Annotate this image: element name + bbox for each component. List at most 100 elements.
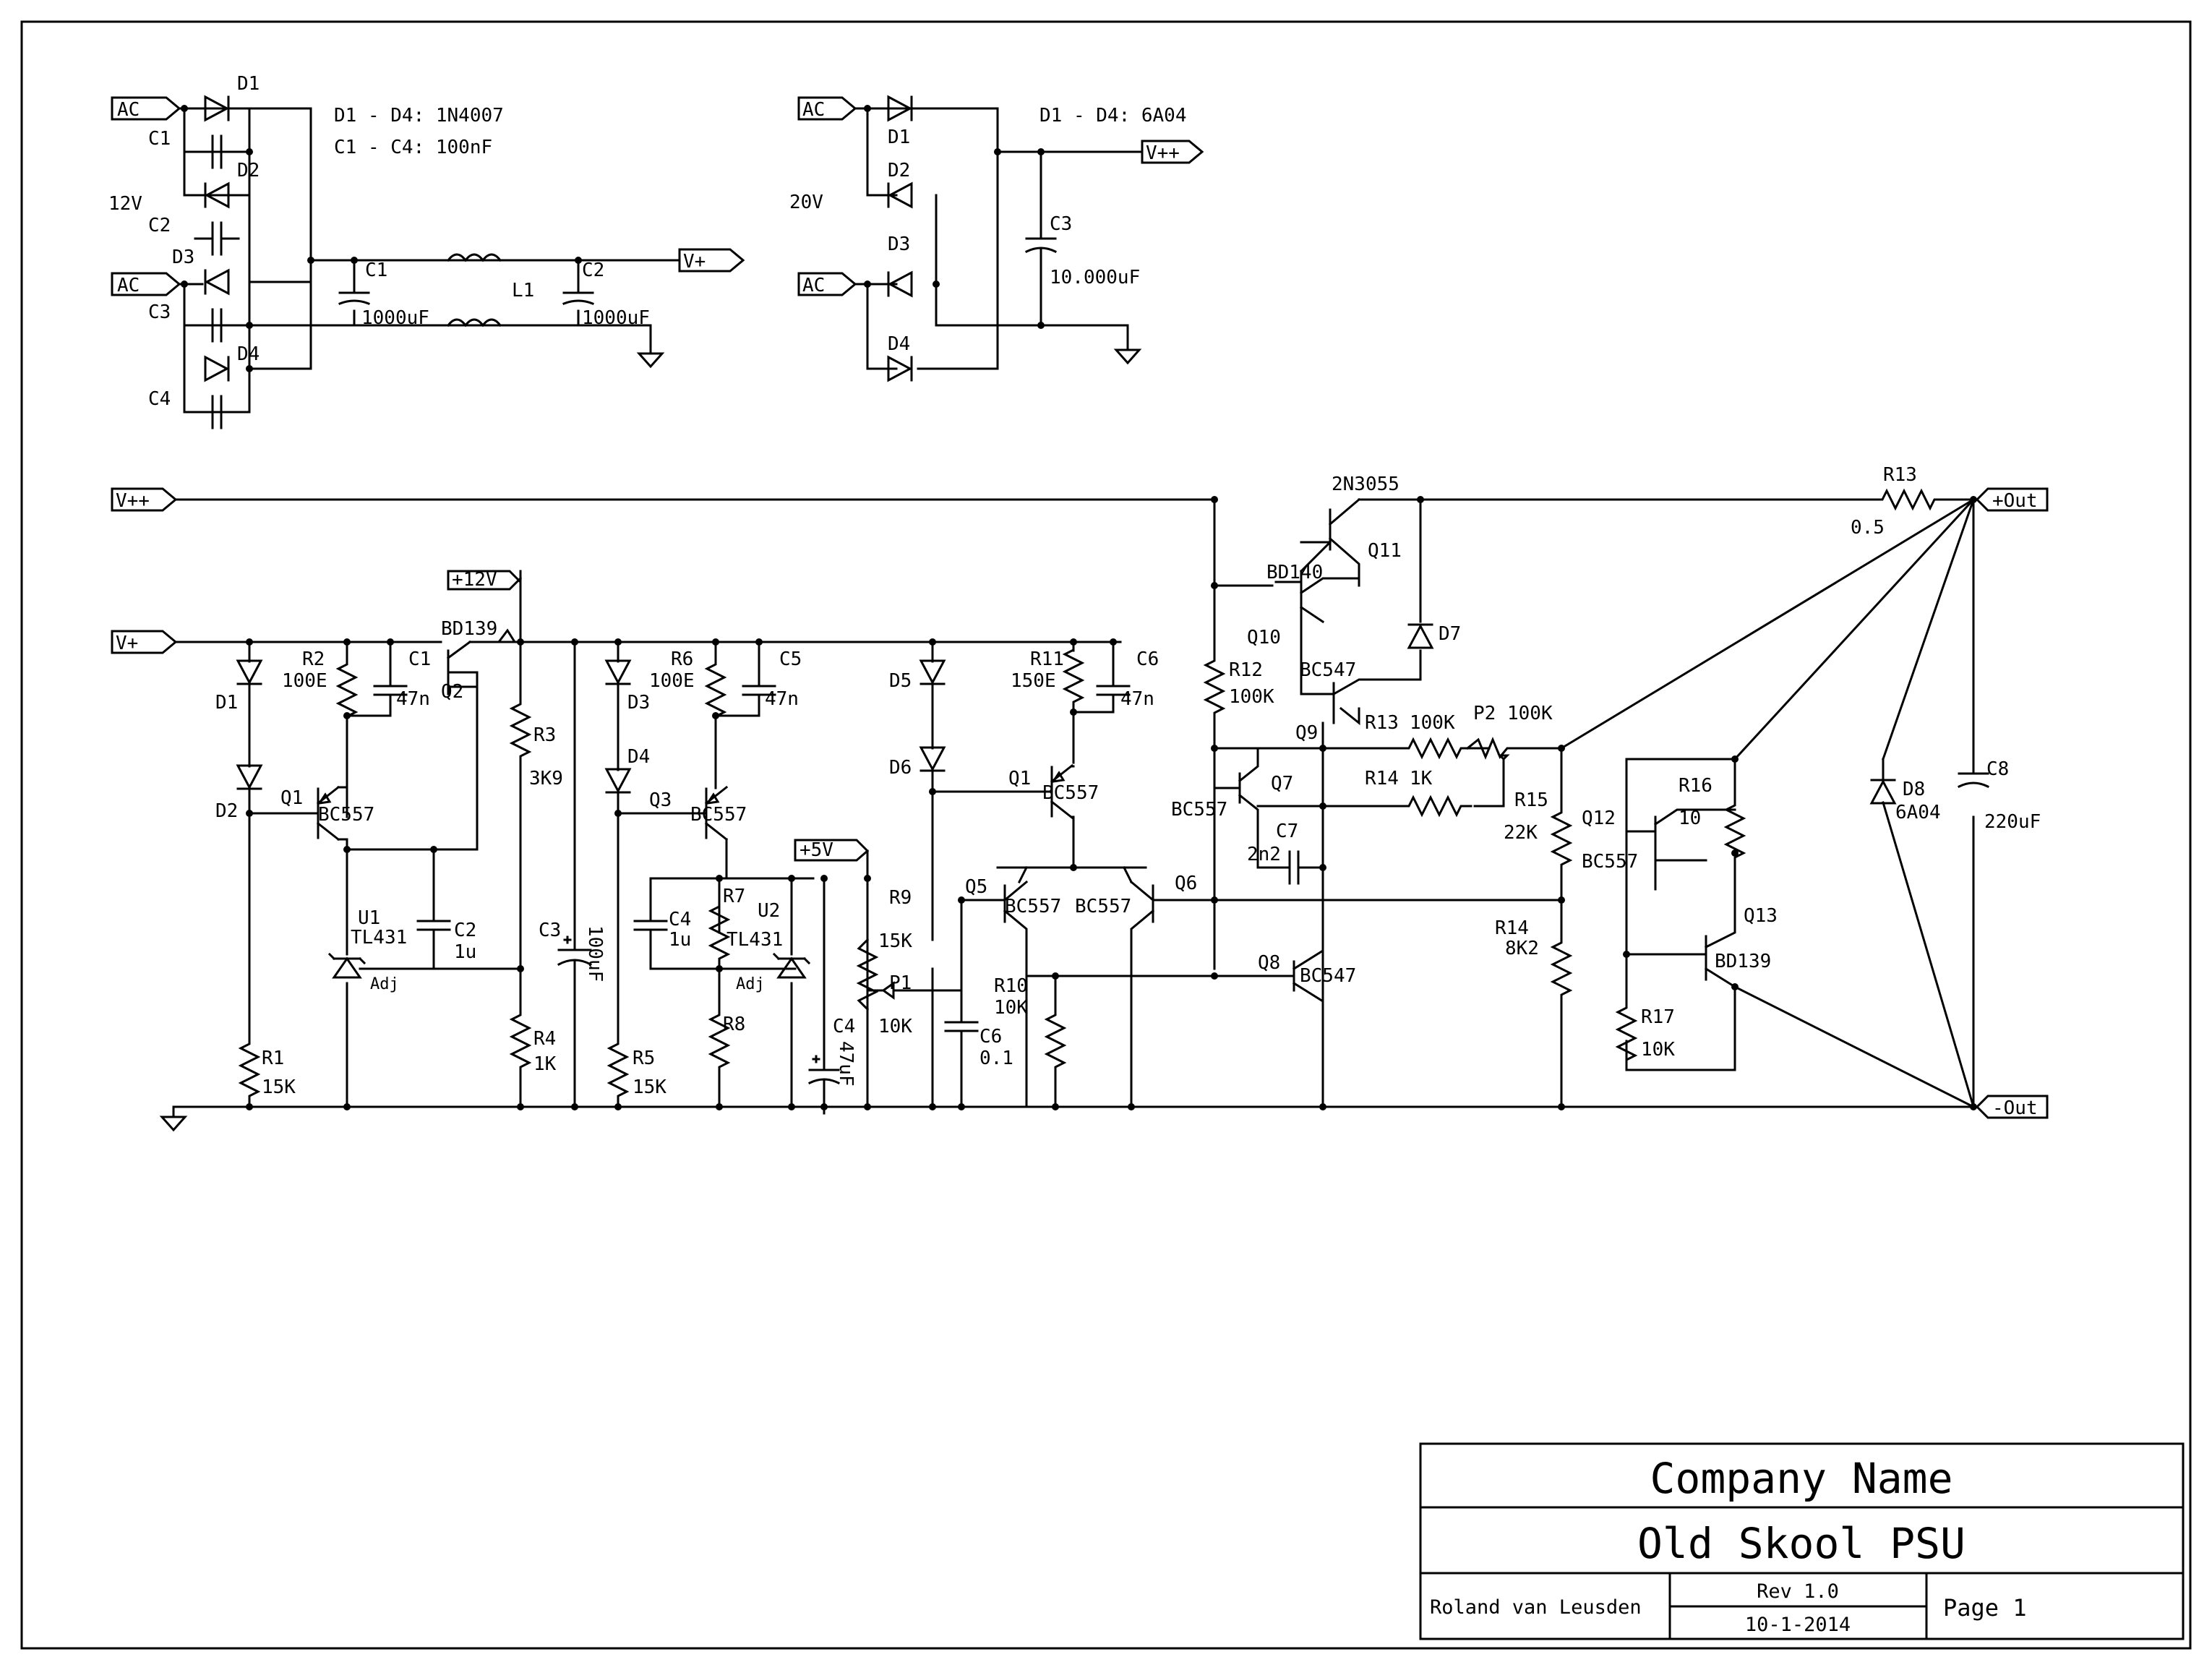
s1-r1-value: 15K [262,1076,296,1098]
c1-small-label: C1 [148,128,171,150]
s1-r3-label: R3 [533,724,556,746]
nout-port [1975,1095,2049,1119]
s1-q1-type: BC557 [318,804,374,826]
s3-q1-label: Q1 [1008,768,1031,789]
s5-r14-label: R14 [1495,917,1529,939]
s1-r4-label: R4 [533,1028,556,1050]
s2-adj-label: Adj [736,975,765,993]
s2-c5-value: 47n [765,688,799,710]
p5v-port [794,839,870,862]
s4-r13-label: R13 [1365,712,1399,734]
s1-q2-label: Q2 [441,681,463,703]
s4-r13-value: 100K [1410,712,1455,734]
s3-d5-label: D5 [889,670,912,692]
c3-10000uf-label: C3 [1050,213,1072,235]
s4-r14-label: R14 [1365,768,1399,789]
s4-q7-label: Q7 [1271,773,1293,795]
s3-r9-label: R9 [889,887,912,909]
d3-20v-label: D3 [888,234,910,255]
s1-c3-label: C3 [539,920,561,941]
s2-r5-value: 15K [633,1076,666,1098]
d3-label: D3 [172,247,194,268]
s2-r8-label: R8 [723,1014,745,1035]
c3-small-label: C3 [148,301,171,323]
ac20-label-top: AC [802,99,825,121]
s1-c1-label: C1 [408,648,431,670]
s2-c4-value: 1u [669,929,691,951]
s4-q10-label: Q10 [1247,627,1281,648]
s2-c5-label: C5 [779,648,802,670]
s4-q8-type: BC547 [1300,965,1356,987]
title-block: Company Name Old Skool PSU Roland van Le… [1419,1442,2185,1640]
s4-q9-type: BC547 [1300,659,1356,681]
vplusplus-port [1141,140,1204,164]
c1-1000uf-label: C1 [365,260,387,281]
company-name: Company Name [1650,1454,1952,1503]
rectifier-20v: AC AC D1 D2 D3 D4 20V D1 - D4: 6A04 C3 1… [789,95,1204,382]
s5-r13-value: 0.5 [1851,517,1885,539]
s5-r16-label: R16 [1679,775,1712,797]
s1-c2-label: C2 [454,920,476,941]
s1-r4-value: 1K [533,1053,557,1075]
s1-c2-value: 1u [454,941,476,963]
s3-r9-value: 15K [878,930,912,952]
s5-r17-value: 10K [1641,1039,1675,1061]
vplusplus-port-label: V++ [1146,142,1180,164]
vplusplus-in-label: V++ [116,490,150,512]
s4-d7-label: D7 [1439,623,1461,645]
vplus-port-label: V+ [683,251,706,273]
s1-c3-value: 100uF [584,925,606,982]
rectifier-12v: AC AC D1 D2 D3 D4 C1 C2 C3 C4 12V D1 - D… [108,73,745,429]
s4-q11-label: Q11 [1368,540,1402,562]
s3-q5-label: Q5 [965,876,987,898]
d4-20v-label: D4 [888,333,910,355]
s1-q2-type: BD139 [441,618,497,640]
drawing-title: Old Skool PSU [1637,1519,1965,1568]
s5-q12-type: BC557 [1582,851,1638,873]
ac-port-top [111,96,181,121]
author: Roland van Leusden [1430,1596,1642,1619]
s3-q5-type: BC557 [1005,896,1061,917]
s4-c7-label: C7 [1276,821,1298,842]
c1-1000uf-value: 1000uF [361,307,429,329]
p5v-label: +5V [800,839,833,861]
s2-d4-label: D4 [627,746,650,768]
s5-d8-type: 6A04 [1895,802,1941,823]
revision: Rev 1.0 [1757,1580,1839,1603]
regulator: V++ V+ +Out -Out [111,464,2049,1131]
s4-p2-label: P2 [1473,703,1496,724]
s3-r11-label: R11 [1030,648,1064,670]
drawing-frame [20,20,2192,1650]
s3-q1-type: BC557 [1042,782,1099,804]
d1-20v-label: D1 [888,127,910,148]
c2-1000uf-label: C2 [582,260,604,281]
s3-p1-label: P1 [889,972,912,994]
ac-label-top: AC [117,99,140,121]
p12v-port [447,570,523,591]
c2-1000uf-value: 1000uF [582,307,650,329]
s3-c6b-value: 0.1 [979,1048,1013,1069]
s4-q11-type: 2N3055 [1332,474,1399,495]
s1-u1-label: U1 [358,907,380,929]
d2-label: D2 [237,160,260,181]
s3-d6-label: D6 [889,757,912,779]
s4-q8-label: Q8 [1258,952,1280,974]
note-caps-100nf: C1 - C4: 100nF [334,137,492,158]
s4-q10-type: BD140 [1266,562,1323,583]
s2-c4b-value: 47uF [835,1041,857,1087]
s4-p2-value: 100K [1507,703,1553,724]
c4-small-label: C4 [148,388,171,410]
s5-q12-label: Q12 [1582,808,1616,829]
s5-q13-label: Q13 [1744,905,1778,927]
date: 10-1-2014 [1745,1614,1851,1636]
note-diodes-1n4007: D1 - D4: 1N4007 [334,105,504,127]
s5-c8-value: 220uF [1984,811,2041,833]
s2-q3-label: Q3 [649,789,672,811]
s2-d3-label: D3 [627,692,650,714]
s4-r14-value: 1K [1410,768,1433,789]
vplus-port [678,248,745,273]
s5-q13-type: BD139 [1715,951,1771,972]
s5-c8-label: C8 [1986,758,2009,780]
s1-adj-label: Adj [370,975,399,993]
